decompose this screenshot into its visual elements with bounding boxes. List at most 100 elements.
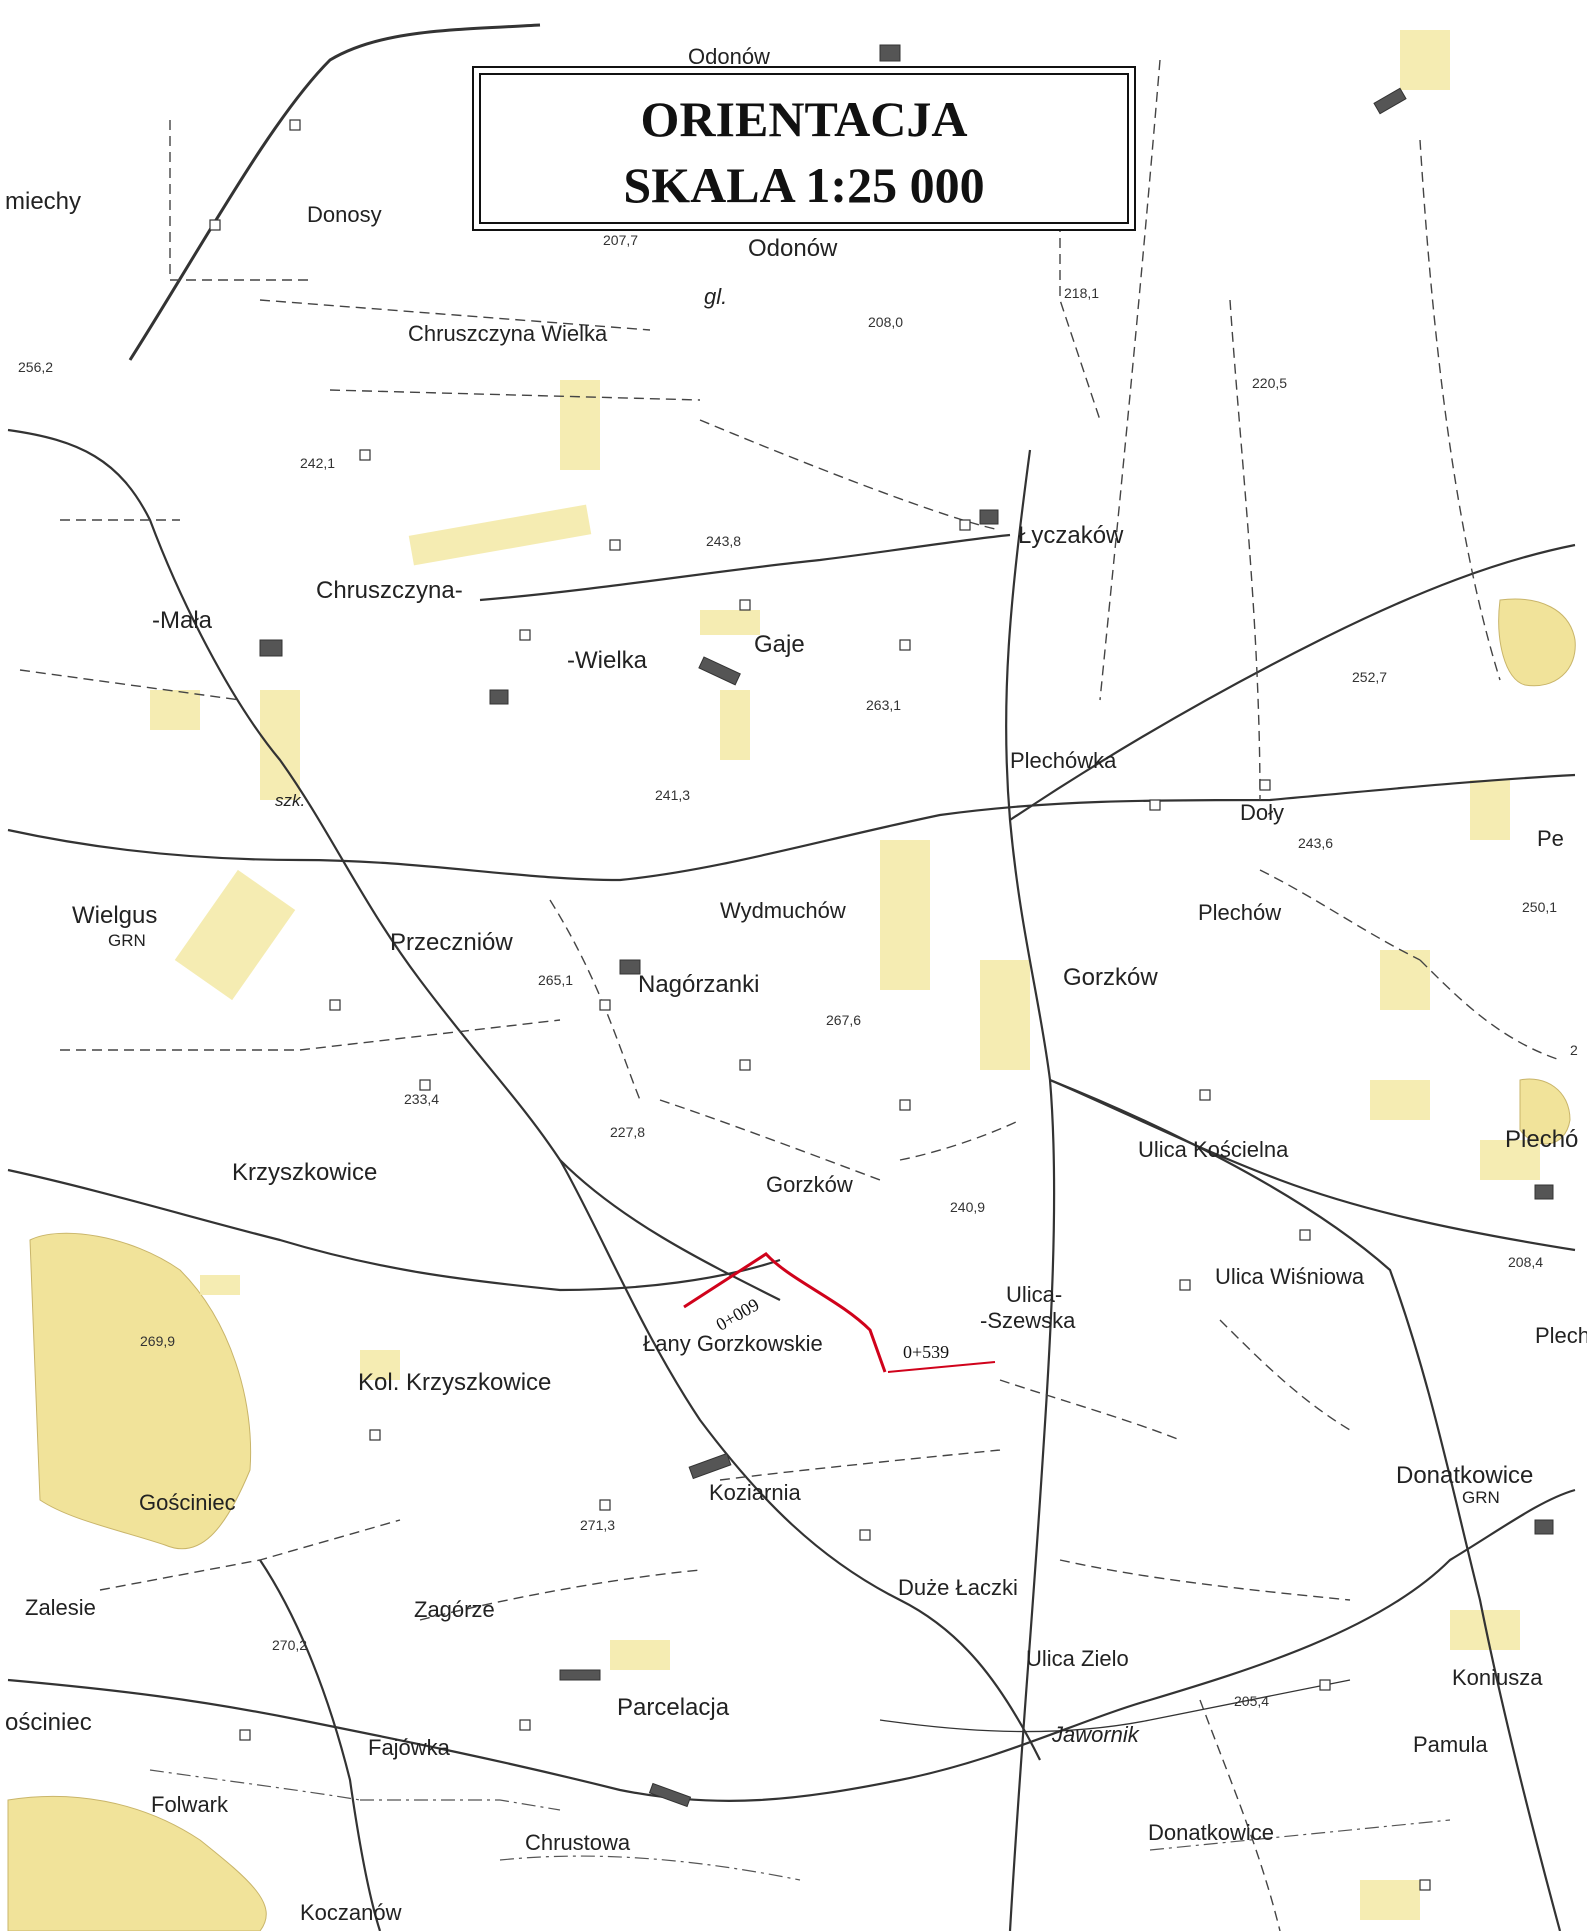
label-odonow-top: Odonów [688, 44, 770, 69]
label-kol-krzyszkowice: Kol. Krzyszkowice [358, 1369, 551, 1396]
label-koziarnia: Koziarnia [709, 1480, 801, 1505]
label-gl: gl. [704, 284, 727, 309]
label-ulica-szewska-1: Ulica- [1006, 1282, 1062, 1307]
elevation-271-3: 271,3 [580, 1517, 615, 1533]
label-szk: szk. [275, 791, 305, 810]
chainage-end: 0+539 [903, 1342, 949, 1362]
label-krzyszkowice: Krzyszkowice [232, 1159, 377, 1186]
road-nw-sw [259, 1559, 382, 1931]
label-lyczakow: Łyczaków [1018, 522, 1124, 549]
label-parcelacja: Parcelacja [617, 1694, 730, 1721]
road-n-to-lyczakow [479, 533, 1011, 602]
label-gosciniec-w: ościniec [5, 1709, 92, 1736]
woodland-ne [1498, 598, 1576, 687]
label-wielgus: Wielgus [72, 902, 157, 929]
stream-jawornik [879, 1679, 1351, 1733]
label-donatkowice: Donatkowice [1396, 1462, 1533, 1489]
buildings [209, 44, 1554, 1891]
label-gorzkow: Gorzków [1063, 964, 1158, 991]
elevation-242-1: 242,1 [300, 455, 335, 471]
elevation-218-1: 218,1 [1064, 285, 1099, 301]
elevation-208-4: 208,4 [1508, 1254, 1543, 1270]
road-krzyszkowice [7, 1168, 781, 1292]
label-mala: -Mała [152, 607, 213, 634]
elevation-250-1: 250,1 [1522, 899, 1557, 915]
elevation-263-1: 263,1 [866, 697, 901, 713]
label-ulica-szewska-2: -Szewska [980, 1308, 1076, 1333]
label-chrustowa: Chrustowa [525, 1830, 631, 1855]
elevation-233-4: 233,4 [404, 1091, 439, 1107]
label-plechowka: Plechówka [1010, 748, 1117, 773]
label-plech: Plech [1535, 1323, 1587, 1348]
route-end-tick [887, 1361, 996, 1373]
label-lany-gorzkowskie: Łany Gorzkowskie [643, 1331, 823, 1356]
label-plecho: Plechó [1505, 1126, 1578, 1153]
elevation-267-6: 267,6 [826, 1012, 861, 1028]
map-scale: SKALA 1:25 000 [623, 157, 984, 213]
place-labels: Odonów miechy Donosy Odonów gl. Chruszcz… [5, 44, 1587, 1925]
chainage-start: 0+009 [713, 1294, 763, 1334]
elevation-207-7: 207,7 [603, 232, 638, 248]
map-title: ORIENTACJA [641, 91, 968, 147]
label-gorzkow-small: Gorzków [766, 1172, 853, 1197]
settlements [150, 30, 1540, 1920]
road-to-donatkowice [1049, 1078, 1562, 1931]
label-miechy: miechy [5, 188, 81, 215]
label-grn-donatkowice: GRN [1462, 1488, 1500, 1507]
elevation-269-9: 269,9 [140, 1333, 175, 1349]
woodland-gosciniec [29, 1232, 252, 1550]
label-chruszczyna: Chruszczyna- [316, 577, 463, 604]
label-pamula: Pamula [1413, 1732, 1488, 1757]
label-koniusza: Koniusza [1452, 1665, 1543, 1690]
label-donosy: Donosy [307, 202, 382, 227]
elevation-227-8: 227,8 [610, 1124, 645, 1140]
label-gaje: Gaje [754, 631, 805, 658]
elevation-205-4: 205,4 [1234, 1693, 1269, 1709]
label-donatkowice-s: Donatkowice [1148, 1820, 1274, 1845]
elevation-241-3: 241,3 [655, 787, 690, 803]
title-box: ORIENTACJA SKALA 1:25 000 [472, 66, 1136, 231]
label-grn-wielgus: GRN [108, 931, 146, 950]
label-pe: Pe [1537, 826, 1564, 851]
elevation-265-1: 265,1 [538, 972, 573, 988]
woodland-e [1519, 1078, 1571, 1145]
elevation-208-0: 208,0 [868, 314, 903, 330]
elevation-240-9: 240,9 [950, 1199, 985, 1215]
rail-line [128, 23, 541, 361]
route-line [683, 1252, 887, 1373]
elevation-243-8: 243,8 [706, 533, 741, 549]
elevation-252-7: 252,7 [1352, 669, 1387, 685]
label-nagorzanki: Nagórzanki [638, 971, 759, 998]
road-ne-diag [1009, 543, 1576, 821]
label-plechow: Plechów [1198, 900, 1281, 925]
label-folwark: Folwark [151, 1792, 229, 1817]
road-gorzkow-ns [1004, 449, 1056, 1931]
road-center-sw [559, 1159, 1041, 1761]
label-przeczniow: Przeczniów [390, 929, 513, 956]
tracks [19, 59, 1561, 1931]
label-ulica-zielo: Ulica Zielo [1026, 1646, 1129, 1671]
label-ulica-wisniowa: Ulica Wiśniowa [1215, 1264, 1365, 1289]
label-fajowka: Fajówka [368, 1735, 451, 1760]
elevation-270-2: 270,2 [272, 1637, 307, 1653]
elevation-labels: 207,7 218,1 208,0 256,2 220,5 242,1 243,… [18, 232, 1578, 1709]
label-wydmuchow: Wydmuchów [720, 898, 846, 923]
label-odonow: Odonów [748, 235, 838, 262]
label-zagorze: Zagórze [414, 1597, 495, 1622]
label-chruszczyna-wielka-n: Chruszczyna Wielka [408, 321, 608, 346]
road-se [1049, 1078, 1576, 1252]
label-doly: Doły [1240, 800, 1284, 825]
label-duze-laczki: Duże Łaczki [898, 1575, 1018, 1600]
road-w-main [7, 428, 781, 1301]
label-zalesie: Zalesie [25, 1595, 96, 1620]
label-jawornik: Jawornik [1051, 1722, 1140, 1747]
road-ew-center [7, 773, 1576, 882]
elevation-243-6: 243,6 [1298, 835, 1333, 851]
elevation-256-2: 256,2 [18, 359, 53, 375]
elevation-2: 2 [1570, 1042, 1578, 1058]
label-gosciniec: Gościniec [139, 1490, 236, 1515]
elevation-220-5: 220,5 [1252, 375, 1287, 391]
label-ulica-koscielna: Ulica Kościelna [1138, 1137, 1289, 1162]
